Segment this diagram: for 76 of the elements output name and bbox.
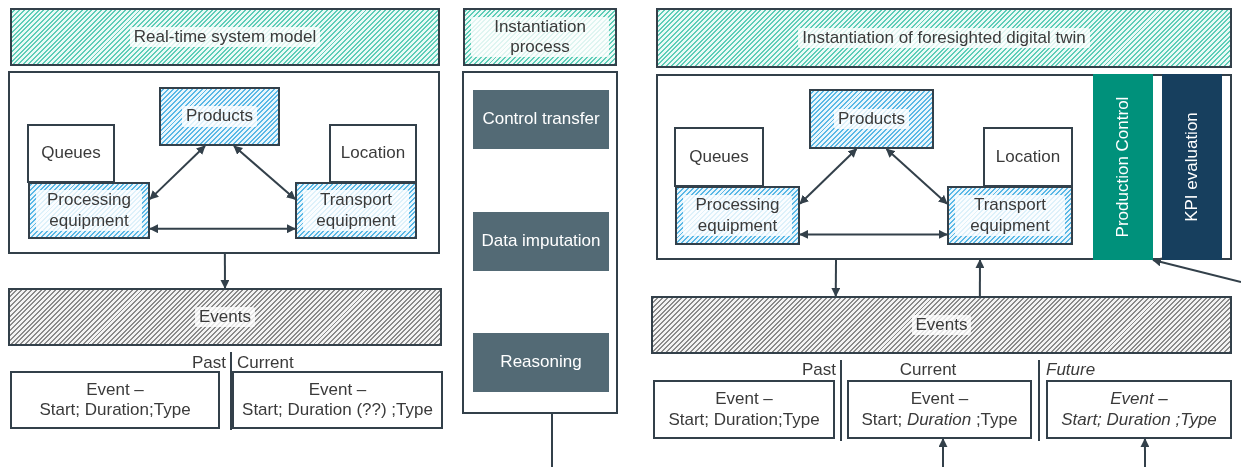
arrow	[233, 145, 296, 201]
container-box	[462, 71, 618, 414]
node-label: Start; Duration ;Type	[861, 409, 1018, 430]
node-label: Location	[340, 143, 406, 164]
header-box	[656, 8, 1232, 68]
node-label: Event –	[1110, 389, 1168, 410]
node-label: Start; Duration;Type	[668, 409, 820, 430]
node-label: Location	[995, 146, 1061, 168]
arrow	[885, 148, 948, 205]
process-box	[329, 124, 417, 183]
process-box	[1093, 74, 1153, 260]
arrow	[1152, 257, 1241, 283]
events-bar	[651, 296, 1232, 354]
process-box	[947, 186, 1073, 245]
process-box	[473, 90, 609, 149]
process-box	[27, 124, 115, 183]
time-label: Current	[899, 361, 957, 378]
header-box	[463, 8, 617, 66]
node-label: Products	[181, 106, 258, 127]
node-label: Real-time system model	[129, 26, 321, 48]
node-label: Start; Duration (??) ;Type	[242, 400, 433, 421]
node-label: Reasoning	[500, 352, 582, 373]
container-box	[8, 71, 440, 254]
node-label: Queues	[41, 143, 101, 164]
events-bar	[8, 288, 442, 346]
node-label: Event –	[308, 379, 367, 400]
process-box	[675, 186, 800, 245]
node-label: Event –	[86, 379, 144, 400]
arrow	[149, 224, 296, 234]
arrow	[220, 253, 230, 289]
connector-line	[551, 413, 553, 467]
time-label: Past	[801, 361, 836, 378]
arrow	[975, 259, 985, 297]
node-label: Event –	[715, 389, 773, 410]
header-box	[10, 8, 440, 66]
process-box	[674, 127, 764, 187]
node-label: Events	[911, 314, 972, 336]
node-label: KPI evaluation	[1181, 112, 1202, 222]
arrow	[831, 259, 841, 297]
arrow	[149, 145, 206, 201]
process-box	[159, 87, 280, 146]
arrow	[799, 148, 858, 205]
process-box	[28, 182, 150, 239]
node-label: Transport equipment	[955, 195, 1065, 236]
node-label: Data imputation	[481, 231, 601, 252]
process-box	[653, 380, 835, 439]
process-box	[295, 182, 417, 239]
node-label: Processing equipment	[36, 190, 142, 231]
time-label: Past	[191, 354, 226, 371]
node-label: Events	[195, 306, 255, 328]
process-box	[983, 127, 1073, 187]
arrow	[1140, 438, 1150, 467]
node-label: Control transfer	[482, 109, 600, 130]
node-label: Event –	[910, 389, 969, 410]
time-label: Current	[237, 354, 294, 371]
node-label: Transport equipment	[303, 190, 409, 231]
process-box	[473, 333, 609, 392]
node-label: Start; Duration;Type	[39, 400, 191, 421]
process-box	[1162, 74, 1222, 260]
node-label: Processing equipment	[683, 195, 792, 236]
process-box	[473, 212, 609, 271]
node-label: Start; Duration ;Type	[1061, 409, 1217, 430]
process-box	[809, 89, 934, 149]
node-label: Instantiation process	[471, 16, 609, 58]
node-label: Products	[833, 108, 910, 130]
node-label: Instantiation of foresighted digital twin	[798, 27, 1090, 49]
time-label: Future	[1046, 361, 1096, 378]
process-box	[847, 380, 1032, 439]
process-box	[1046, 380, 1232, 439]
node-label: Queues	[689, 146, 749, 168]
arrow	[938, 438, 948, 467]
process-box	[232, 371, 443, 429]
arrow	[799, 229, 948, 239]
container-box	[656, 74, 1232, 260]
node-label: Production Control	[1112, 96, 1133, 238]
process-box	[10, 371, 220, 429]
